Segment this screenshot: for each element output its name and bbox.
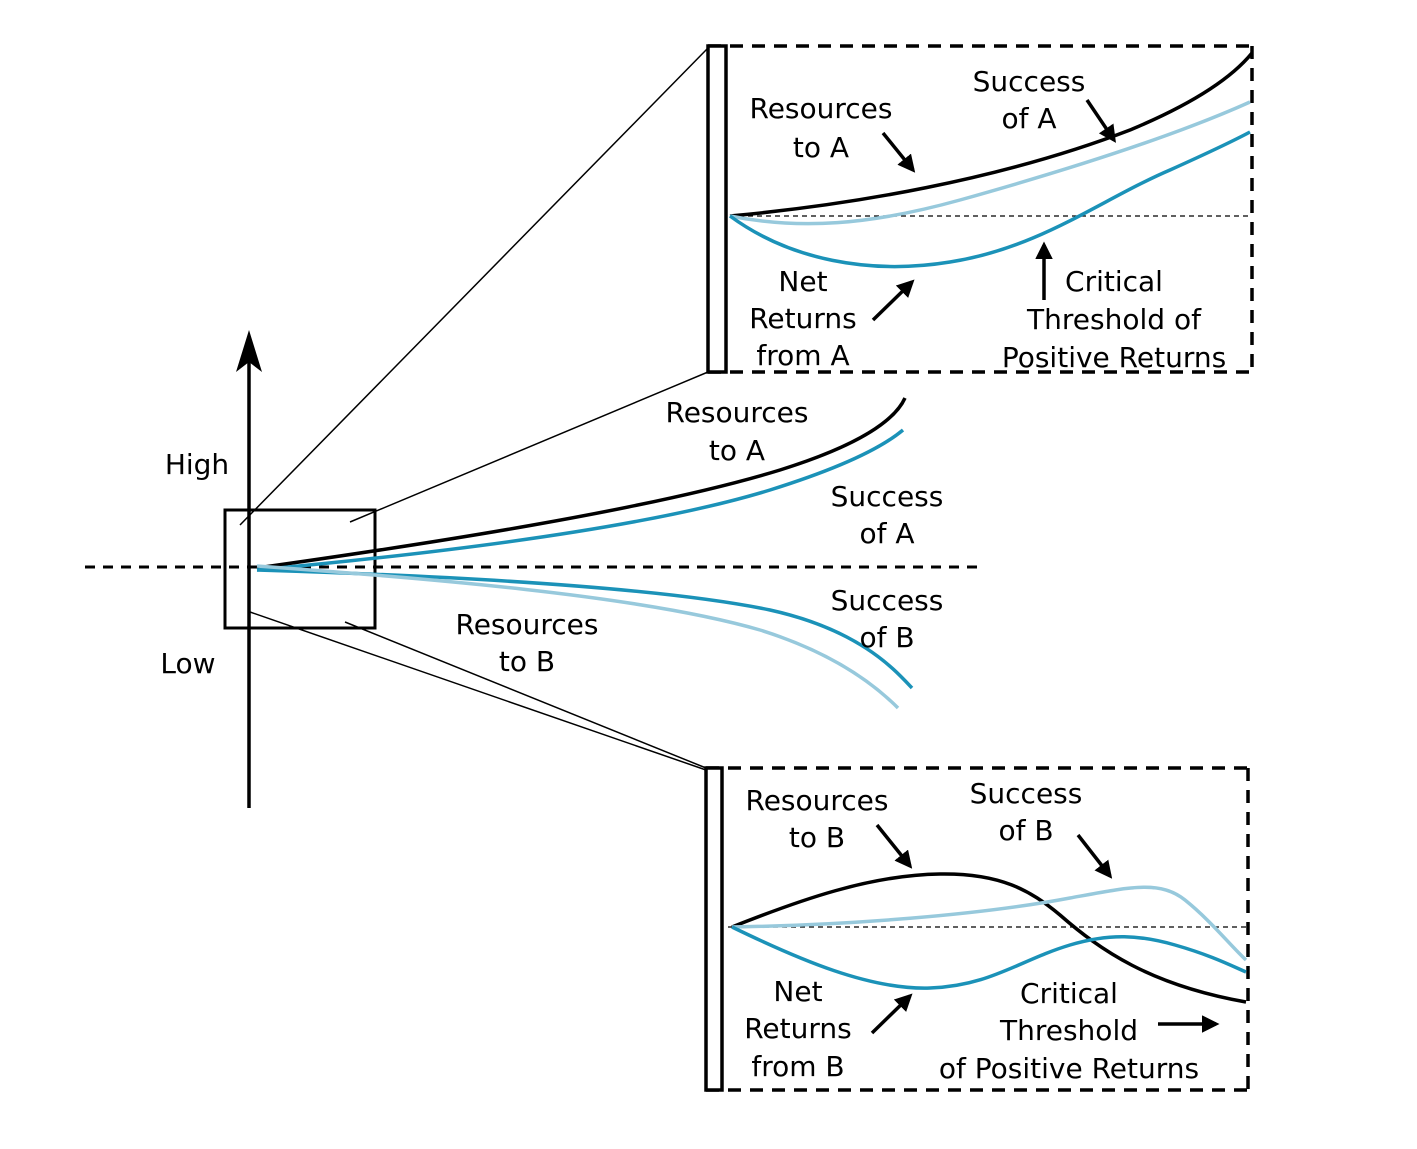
resources-label: to B <box>789 821 845 854</box>
threshold-label: Critical <box>1020 977 1118 1010</box>
threshold-label: Positive Returns <box>1002 341 1226 374</box>
resources-label: Resources <box>750 92 893 125</box>
panel-axis-bar <box>704 766 724 1092</box>
resources-label: to A <box>793 131 849 164</box>
threshold-label: of Positive Returns <box>939 1052 1199 1085</box>
resources-a-label: to A <box>709 434 765 467</box>
pointer-arrow-icon <box>1076 833 1113 879</box>
connector-line <box>344 621 707 769</box>
success-label: of B <box>998 814 1053 847</box>
resources-b-curve <box>256 564 900 710</box>
resources-b-label: Resources <box>456 608 599 641</box>
success-label: Success <box>970 777 1083 810</box>
success-b-curve <box>731 885 1248 962</box>
panel-axis-bar <box>706 44 728 374</box>
success-label: of A <box>1001 102 1056 135</box>
resources-a-curve <box>729 51 1254 218</box>
main-chart: High Low Resources to A Success of A Suc… <box>85 47 985 808</box>
pointer-arrow-icon <box>871 279 915 322</box>
resources-b-label: to B <box>499 645 555 678</box>
resources-b-curve <box>731 872 1247 1004</box>
net-returns-label: Returns <box>749 302 857 335</box>
success-a-label: Success <box>831 480 944 513</box>
connector-line <box>349 371 709 523</box>
threshold-label: Threshold <box>999 1014 1138 1047</box>
resources-a-curve <box>256 397 907 570</box>
net-returns-label: from A <box>756 339 849 372</box>
resources-label: Resources <box>746 784 889 817</box>
zoom-rectangle <box>223 508 377 630</box>
zoom-panel-a: Resources to A Success of A Net Returns … <box>706 44 1254 374</box>
net-returns-label: Net <box>778 265 827 298</box>
success-a-curve <box>256 428 905 572</box>
connector-line <box>239 47 709 526</box>
success-b-label: of B <box>859 621 914 654</box>
pointer-arrow-icon <box>1085 99 1116 143</box>
success-a-curve <box>729 100 1251 226</box>
net-returns-label: from B <box>751 1050 844 1083</box>
net-returns-b-curve <box>731 925 1247 990</box>
pointer-arrow-icon <box>875 823 913 869</box>
axis-high-label: High <box>165 448 229 481</box>
net-returns-label: Returns <box>744 1012 852 1045</box>
axis-low-label: Low <box>160 647 215 680</box>
pointer-arrow-icon <box>870 993 913 1035</box>
connector-line <box>249 611 707 771</box>
zoom-panel-b: Resources to B Success of B Net Returns … <box>704 766 1250 1092</box>
success-label: Success <box>973 65 1086 98</box>
resources-a-label: Resources <box>666 396 809 429</box>
threshold-label: Critical <box>1065 265 1163 298</box>
axis-arrow-icon <box>236 330 262 372</box>
threshold-label: Threshold of <box>1026 303 1202 336</box>
net-returns-label: Net <box>773 975 822 1008</box>
net-returns-a-curve <box>728 130 1251 269</box>
pointer-arrow-icon <box>881 131 916 173</box>
success-a-label: of A <box>859 517 914 550</box>
success-b-label: Success <box>831 584 944 617</box>
